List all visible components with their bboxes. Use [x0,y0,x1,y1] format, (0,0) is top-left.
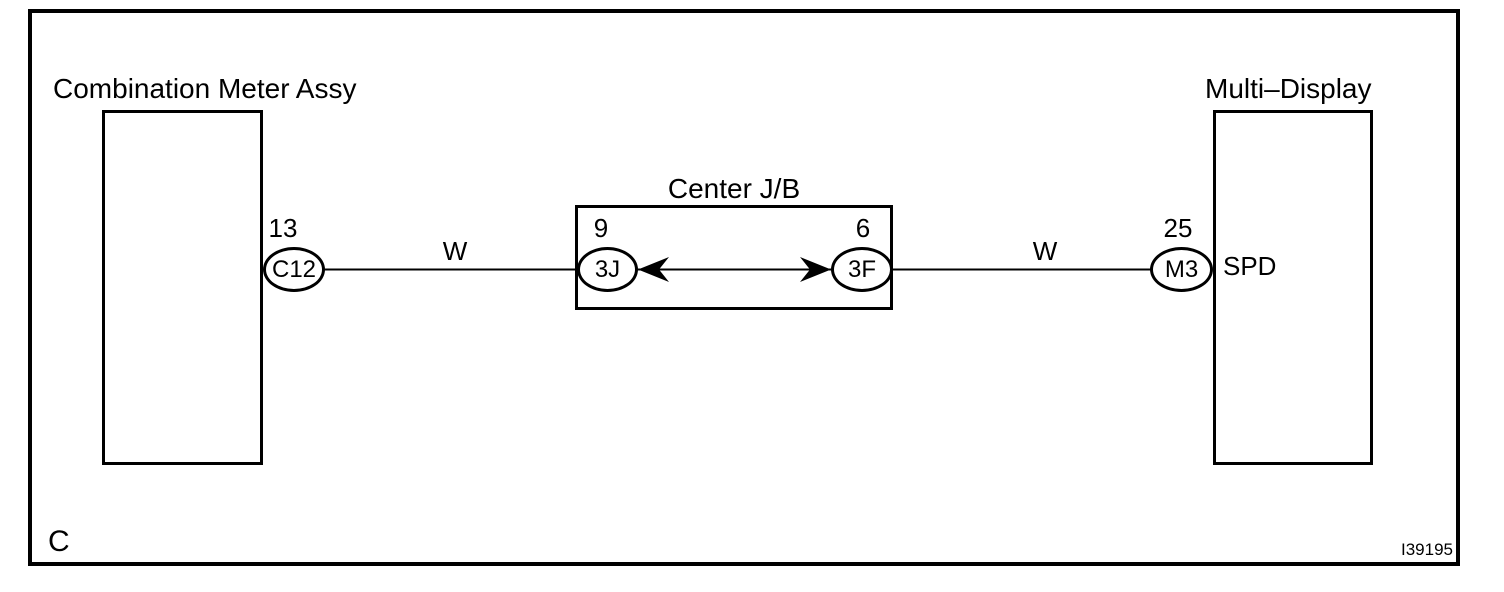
combination-meter-assy-label: Combination Meter Assy [53,73,357,104]
combination-meter-assy-box [102,110,263,465]
corner-system-label: C [48,525,70,558]
signal-label-spd: SPD [1223,251,1277,281]
pin-number-3f: 6 [855,213,871,243]
connector-m3: M3 [1150,247,1213,292]
center-jb-label: Center J/B [667,173,801,204]
wire-color-code-right: W [1032,236,1058,266]
arrowhead-left-icon [638,257,669,282]
figure-code: I39195 [1401,540,1453,559]
connector-3j: 3J [577,247,638,292]
connector-c12-label: C12 [271,255,317,283]
pin-number-m3: 25 [1163,213,1193,243]
multi-display-box [1213,110,1373,465]
pin-number-c12: 13 [268,213,298,243]
connector-m3-label: M3 [1164,255,1199,283]
arrowhead-right-icon [800,257,831,282]
connector-3f: 3F [831,247,893,292]
multi-display-label: Multi–Display [1205,73,1372,104]
connector-3j-label: 3J [594,255,621,283]
connector-3f-label: 3F [847,255,876,283]
connector-c12: C12 [263,247,325,292]
wire-color-code-left: W [442,236,468,266]
pin-number-3j: 9 [593,213,609,243]
